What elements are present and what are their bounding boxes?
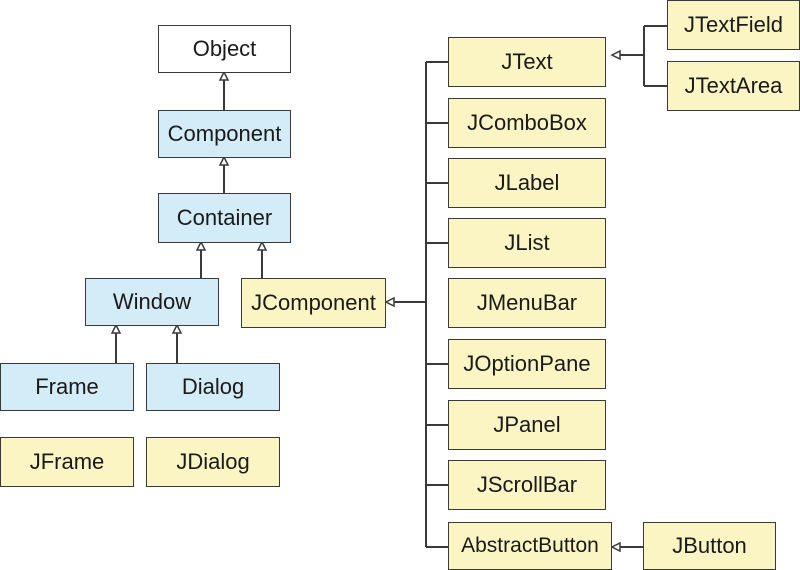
class-abstractbutton: AbstractButton xyxy=(448,522,612,570)
class-component: Component xyxy=(158,110,291,158)
class-jtextfield: JTextField xyxy=(667,0,800,50)
class-jpanel: JPanel xyxy=(448,400,606,450)
class-jmenubar: JMenuBar xyxy=(448,278,606,328)
class-frame: Frame xyxy=(0,363,134,411)
class-dialog: Dialog xyxy=(146,363,280,411)
class-jlabel: JLabel xyxy=(448,158,606,208)
class-jframe: JFrame xyxy=(0,437,134,487)
inheritance-arrowhead-abstractbutton xyxy=(610,541,621,553)
inheritance-arrowhead-object xyxy=(218,70,230,81)
class-jcombobox: JComboBox xyxy=(448,98,606,148)
inheritance-arrowhead-window-right xyxy=(171,323,183,334)
class-container: Container xyxy=(158,193,291,243)
inheritance-arrowhead-jtext xyxy=(610,49,621,61)
class-jcomponent: JComponent xyxy=(241,278,386,328)
class-jlist: JList xyxy=(448,218,606,268)
class-jdialog: JDialog xyxy=(146,437,280,487)
class-jtextarea: JTextArea xyxy=(667,61,800,111)
class-jtext: JText xyxy=(448,37,606,87)
class-joptionpane: JOptionPane xyxy=(448,339,606,389)
class-jbutton: JButton xyxy=(643,522,776,570)
class-object: Object xyxy=(158,25,291,73)
inheritance-arrowhead-component xyxy=(218,155,230,166)
class-window: Window xyxy=(85,278,219,326)
inheritance-arrowhead-container-left xyxy=(195,240,207,251)
inheritance-arrowhead-container-right xyxy=(256,240,268,251)
inheritance-arrowhead-window-left xyxy=(110,323,122,334)
inheritance-arrowhead-jcomponent xyxy=(384,296,395,308)
class-jscrollbar: JScrollBar xyxy=(448,460,606,510)
